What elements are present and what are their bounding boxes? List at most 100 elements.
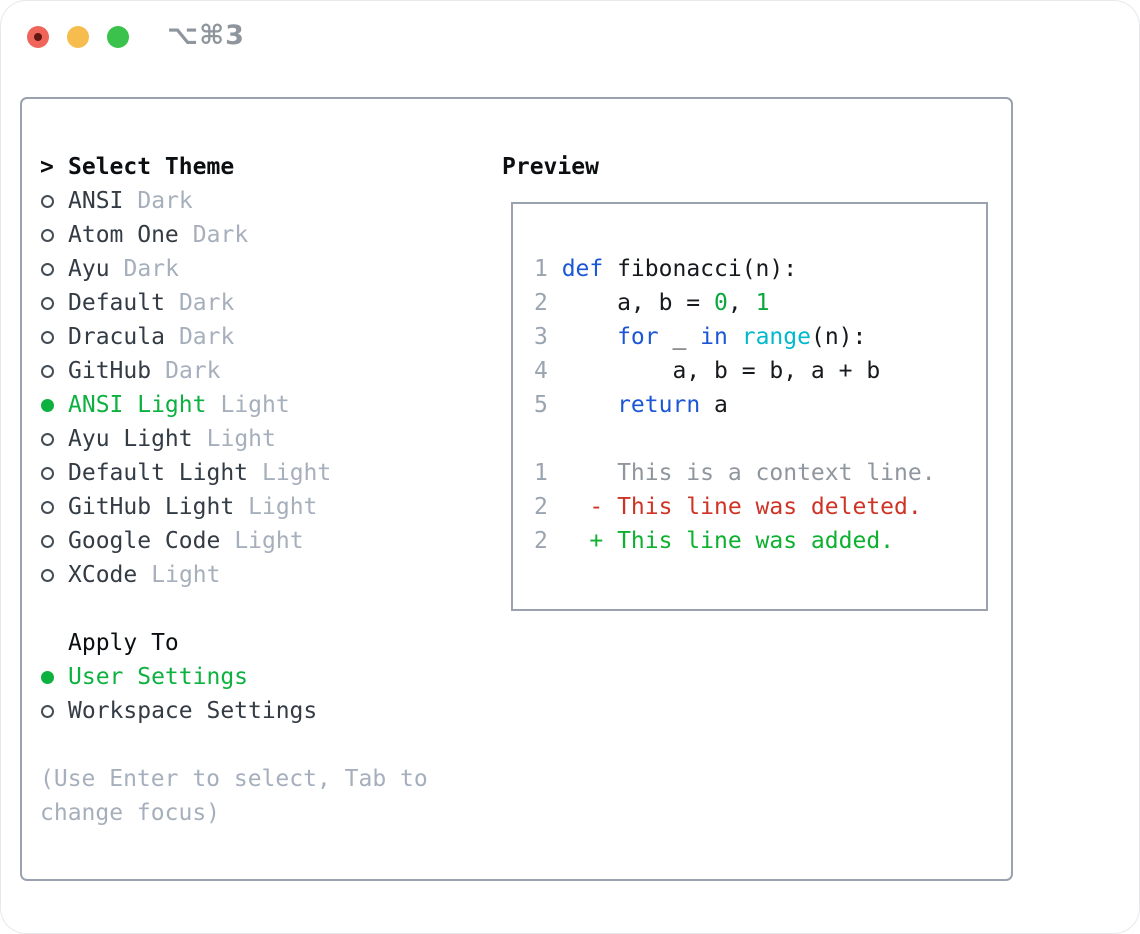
theme-variant-badge: Light [248,494,318,520]
radio-icon [40,704,68,718]
theme-variant-badge: Dark [137,188,193,214]
code-line: 2 - This line was deleted. [534,490,986,524]
theme-variant-badge: Light [262,460,332,486]
line-number: 1 [534,460,548,486]
theme-option[interactable]: ANSI Light Light [40,388,480,422]
zoom-button[interactable] [107,26,129,48]
theme-name: Google Code [68,528,221,554]
theme-variant-badge: Light [220,392,290,418]
code-token-keyword: def [561,256,604,282]
theme-name: Default [68,290,165,316]
code-line: 3 for _ in range(n): [534,320,986,354]
code-token-plain: fibonacci(n): [603,256,798,282]
titlebar: ⌥⌘3 [0,0,1140,74]
code-token-keyword: for [617,324,659,350]
radio-icon [40,466,68,480]
code-token-plain: a, b = b, a + b [561,358,881,384]
close-button[interactable] [27,26,49,48]
minimize-button[interactable] [67,26,89,48]
line-number: 2 [534,290,548,316]
theme-name: Default Light [68,460,249,486]
code-token-plain: , [727,290,756,316]
code-token-plain [728,320,742,354]
apply-to-option[interactable]: User Settings [40,660,480,694]
theme-option[interactable]: Default Dark [40,286,480,320]
code-line: 2 a, b = 0, 1 [534,286,986,320]
theme-option[interactable]: ANSI Dark [40,184,480,218]
theme-variant-badge: Light [234,528,304,554]
code-token-builtin: range [741,324,811,350]
line-number [534,422,562,456]
apply-section-title: Apply To [68,630,179,656]
apply-to-option[interactable]: Workspace Settings [40,694,480,728]
code-line: 1 This is a context line. [534,456,986,490]
theme-option[interactable]: Ayu Dark [40,252,480,286]
line-number: 2 [534,528,548,554]
theme-name: ANSI [68,188,124,214]
radio-selected-icon [40,398,68,412]
radio-icon [40,568,68,582]
theme-variant-badge: Dark [178,290,235,316]
radio-icon [40,330,68,344]
apply-to-name: User Settings [68,664,249,690]
radio-icon [40,262,68,276]
radio-icon [40,364,68,378]
preview-title: Preview [502,154,599,180]
code-token-plain [562,388,617,422]
theme-variant-badge: Dark [192,222,249,248]
theme-option[interactable]: Google Code Light [40,524,480,558]
line-number: 1 [534,256,548,282]
code-line [534,422,986,456]
theme-variant-badge: Light [151,562,221,588]
apply-section-header: Apply To [40,626,480,660]
code-token-deleted: - This line was deleted. [561,494,922,520]
code-token-plain: a [700,392,728,418]
theme-option[interactable]: Default Light Light [40,456,480,490]
theme-name: Ayu Light [68,426,193,452]
code-token-plain: a, b = [561,290,715,316]
code-token-number: 0 [714,290,728,316]
theme-variant-badge: Dark [165,358,221,384]
code-token-plain: _ [658,324,701,350]
radio-icon [40,296,68,310]
theme-name: Atom One [68,222,179,248]
code-token-context: This is a context line. [561,460,936,486]
code-line: 1 def fibonacci(n): [534,252,986,286]
code-token-keyword: return [617,392,701,418]
cursor-chevron-icon: > [40,154,54,180]
theme-name: Dracula [68,324,165,350]
radio-icon [40,228,68,242]
code-token-plain: (n): [810,324,867,350]
theme-option[interactable]: Ayu Light Light [40,422,480,456]
theme-name: Ayu [68,256,110,282]
theme-variant-badge: Light [206,426,276,452]
theme-name: ANSI Light [68,392,207,418]
theme-option[interactable]: Atom One Dark [40,218,480,252]
radio-icon [40,194,68,208]
apply-to-name: Workspace Settings [68,698,318,724]
theme-option[interactable]: GitHub Light Light [40,490,480,524]
spacer [40,592,480,626]
radio-selected-icon [40,670,68,684]
theme-name: GitHub Light [68,494,235,520]
radio-icon [40,534,68,548]
code-token-plain [562,320,617,354]
line-number: 2 [534,494,548,520]
code-line: 4 a, b = b, a + b [534,354,986,388]
code-token-keyword: in [700,324,728,350]
theme-section-header: > Select Theme [40,150,480,184]
code-token-number: 1 [755,290,770,316]
code-line: 2 + This line was added. [534,524,986,558]
theme-variant-badge: Dark [123,256,179,282]
radio-icon [40,432,68,446]
line-number: 3 [534,324,548,350]
